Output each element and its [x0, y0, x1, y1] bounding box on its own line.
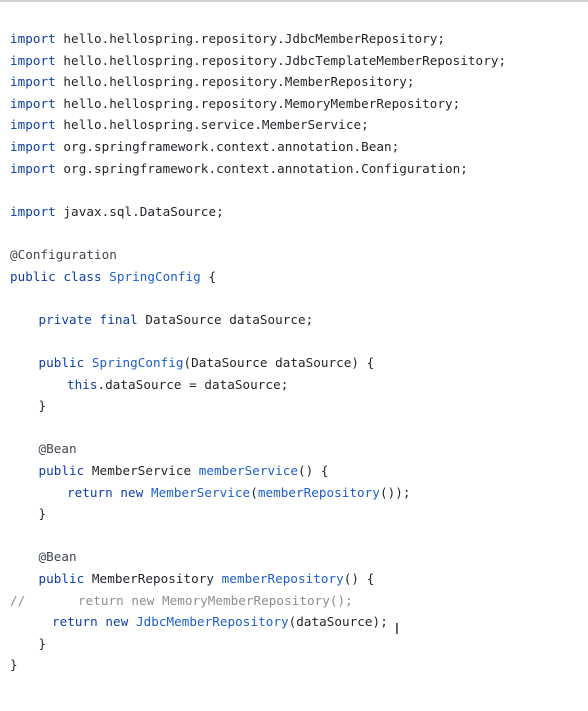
closing-brace: } [38, 635, 47, 651]
code-line-26[interactable]: public MemberRepository memberRepository… [39, 568, 375, 590]
keyword: public [38, 463, 85, 478]
code-text: () { [298, 463, 329, 478]
class-name: MemberService [143, 484, 251, 500]
closing-brace: } [38, 398, 47, 414]
code-text: hello.hellospring.repository.JdbcTemplat… [55, 52, 507, 68]
code-line-28[interactable]: return new JdbcMemberRepository(dataSour… [52, 611, 388, 633]
code-line-3[interactable]: import hello.hellospring.repository.Memb… [10, 71, 415, 93]
code-line-9[interactable]: import javax.sql.DataSource; [10, 201, 224, 223]
method-name: memberService [191, 463, 299, 478]
annotation: @Bean [38, 549, 77, 565]
code-line-5[interactable]: import hello.hellospring.service.MemberS… [10, 114, 369, 136]
code-text: hello.hellospring.service.MemberService; [55, 117, 369, 133]
code-line-2[interactable]: import hello.hellospring.repository.Jdbc… [10, 50, 506, 72]
code-text: (dataSource); [288, 614, 388, 630]
code-text: ()); [379, 484, 411, 500]
code-text: () { [343, 571, 375, 586]
code-text: { [200, 268, 217, 284]
keyword: return new [67, 484, 144, 500]
code-line-25[interactable]: @Bean [39, 546, 77, 568]
type-name: MemberRepository [84, 571, 215, 586]
keyword: return new [52, 614, 129, 630]
keyword: import [10, 117, 56, 133]
constructor-name: SpringConfig [84, 355, 184, 370]
code-line-20[interactable]: @Bean [39, 438, 77, 460]
code-text: javax.sql.DataSource; [55, 203, 224, 219]
code-line-6[interactable]: import org.springframework.context.annot… [10, 136, 399, 158]
code-line-1[interactable]: import hello.hellospring.repository.Jdbc… [10, 28, 445, 50]
keyword: import [10, 139, 56, 154]
code-line-30[interactable]: } [10, 654, 18, 676]
keyword: this [67, 376, 98, 392]
code-line-18[interactable]: } [39, 395, 47, 417]
keyword: import [10, 203, 56, 219]
code-line-16[interactable]: public SpringConfig(DataSource dataSourc… [39, 352, 375, 374]
code-text: .dataSource = dataSource; [97, 376, 289, 392]
code-text: ( [250, 484, 258, 500]
code-text: (DataSource dataSource) { [183, 355, 375, 370]
editor-top-border [0, 0, 588, 2]
code-line-23[interactable]: } [39, 503, 47, 525]
code-line-27-comment[interactable]: return new MemoryMemberRepository(); [78, 590, 353, 612]
keyword: import [10, 31, 56, 46]
code-line-22[interactable]: return new MemberService(memberRepositor… [67, 482, 410, 504]
keyword: public [38, 571, 85, 586]
keyword: import [10, 52, 56, 68]
comment-marker: // [10, 592, 26, 608]
code-line-27[interactable]: // [10, 590, 25, 612]
code-text: org.springframework.context.annotation.C… [55, 160, 468, 176]
code-text: DataSource dataSource; [137, 311, 314, 327]
code-line-14[interactable]: private final DataSource dataSource; [39, 309, 314, 331]
code-line-11[interactable]: @Configuration [10, 244, 117, 266]
keyword: private final [38, 311, 138, 327]
code-line-29[interactable]: } [39, 633, 47, 655]
keyword: public [38, 355, 85, 370]
code-line-4[interactable]: import hello.hellospring.repository.Memo… [10, 93, 460, 115]
code-line-12[interactable]: public class SpringConfig { [10, 266, 216, 288]
closing-brace: } [10, 657, 18, 673]
type-name: MemberService [84, 463, 192, 478]
closing-brace: } [38, 506, 47, 522]
code-line-21[interactable]: public MemberService memberService() { [39, 460, 329, 482]
code-line-17[interactable]: this.dataSource = dataSource; [67, 374, 288, 396]
code-line-7[interactable]: import org.springframework.context.annot… [10, 158, 468, 180]
class-name: JdbcMemberRepository [128, 614, 289, 630]
text-cursor-icon: I [394, 620, 400, 638]
class-name: SpringConfig [101, 268, 201, 284]
code-text: hello.hellospring.repository.MemberRepos… [55, 74, 415, 90]
method-name: memberRepository [214, 571, 344, 586]
annotation: @Configuration [10, 247, 117, 262]
commented-code: return new MemoryMemberRepository(); [78, 592, 353, 608]
code-text: org.springframework.context.annotation.B… [55, 139, 400, 154]
keyword: import [10, 95, 56, 111]
annotation: @Bean [38, 441, 77, 457]
keyword: public class [10, 268, 102, 284]
keyword: import [10, 160, 56, 176]
method-call: memberRepository [257, 484, 380, 500]
code-text: hello.hellospring.repository.MemoryMembe… [55, 95, 461, 111]
code-text: hello.hellospring.repository.JdbcMemberR… [55, 31, 446, 46]
keyword: import [10, 74, 56, 90]
